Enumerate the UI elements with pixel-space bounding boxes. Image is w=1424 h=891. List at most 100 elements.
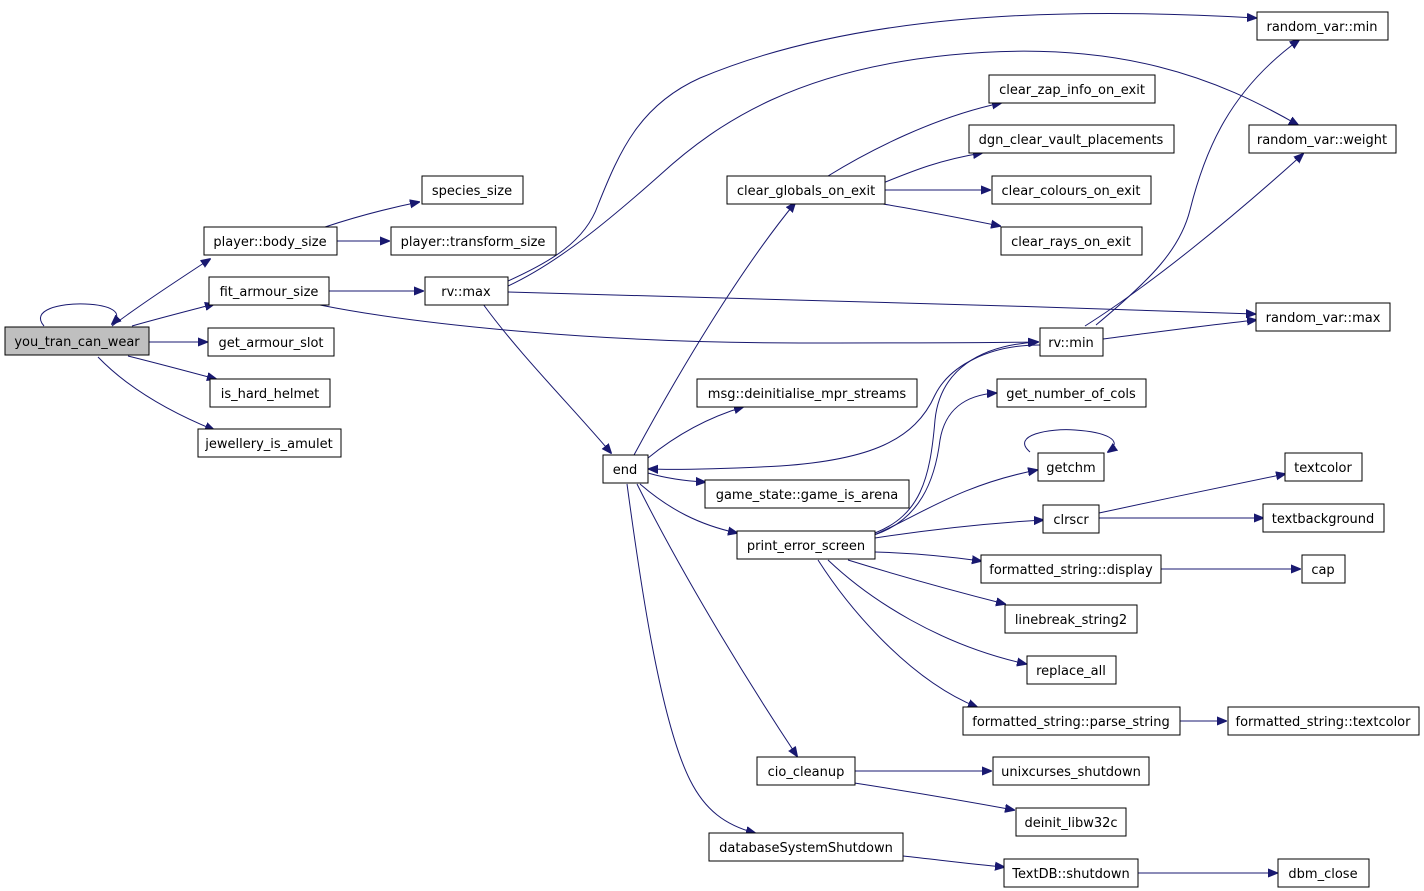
- edge-end-to-database-shutdown: [626, 483, 755, 833]
- node-player-transform-size[interactable]: player::transform_size: [390, 226, 557, 256]
- node-label: species_size: [432, 184, 512, 199]
- node-random-var-max[interactable]: random_var::max: [1255, 302, 1391, 332]
- edge-cio-to-deinit-libw32c: [847, 781, 1014, 810]
- edges: [40, 13, 1303, 873]
- node-label: random_var::max: [1266, 311, 1381, 326]
- node-label: textbackground: [1272, 512, 1375, 527]
- node-label: clrscr: [1053, 513, 1089, 528]
- edge-clrscr-to-textcolor: [1098, 474, 1285, 514]
- node-species-size[interactable]: species_size: [421, 175, 524, 205]
- node-is-hard-helmet[interactable]: is_hard_helmet: [209, 378, 331, 408]
- node-cap[interactable]: cap: [1301, 554, 1346, 584]
- edge-clear-globals-to-vault-placements: [882, 153, 982, 184]
- node-fit-armour-size[interactable]: fit_armour_size: [208, 276, 330, 306]
- edge-print-error-to-rv-min: [874, 342, 1038, 534]
- node-rv-max[interactable]: rv::max: [424, 276, 509, 306]
- node-label: get_number_of_cols: [1006, 387, 1136, 402]
- edge-you-tran-can-wear-self: [40, 303, 116, 327]
- node-label: unixcurses_shutdown: [1001, 765, 1141, 780]
- node-msg-deinitialise-mpr-streams[interactable]: msg::deinitialise_mpr_streams: [696, 378, 918, 408]
- edge-database-to-textdb: [902, 855, 1004, 867]
- node-clrscr[interactable]: clrscr: [1042, 504, 1100, 534]
- node-clear-zap-info-on-exit[interactable]: clear_zap_info_on_exit: [988, 74, 1156, 104]
- edge-print-error-to-linebreak: [847, 559, 1005, 604]
- edge-rv-min-to-random-var-max: [1102, 320, 1256, 340]
- edge-clear-globals-to-rays: [882, 203, 1000, 226]
- edge-end-to-cio-cleanup: [636, 483, 797, 756]
- node-label: random_var::min: [1267, 20, 1378, 35]
- node-game-state-game-is-arena[interactable]: game_state::game_is_arena: [704, 479, 910, 509]
- node-print-error-screen[interactable]: print_error_screen: [736, 530, 876, 560]
- node-rv-min[interactable]: rv::min: [1039, 327, 1104, 357]
- node-textdb-shutdown[interactable]: TextDB::shutdown: [1003, 858, 1139, 888]
- node-textcolor[interactable]: textcolor: [1284, 452, 1363, 482]
- node-label: formatted_string::parse_string: [972, 715, 1169, 730]
- node-cio-cleanup[interactable]: cio_cleanup: [756, 756, 856, 786]
- node-label: print_error_screen: [747, 539, 865, 554]
- node-label: formatted_string::display: [989, 563, 1153, 578]
- node-label: clear_rays_on_exit: [1011, 235, 1131, 250]
- node-label: player::body_size: [213, 235, 326, 250]
- node-label: deinit_libw32c: [1024, 816, 1117, 831]
- node-label: clear_colours_on_exit: [1002, 184, 1141, 199]
- node-clear-globals-on-exit[interactable]: clear_globals_on_exit: [726, 175, 886, 205]
- node-label: textcolor: [1294, 461, 1352, 476]
- node-end[interactable]: end: [602, 454, 649, 484]
- node-random-var-weight[interactable]: random_var::weight: [1248, 124, 1397, 154]
- edge-print-error-to-getchm: [873, 470, 1037, 536]
- node-label: player::transform_size: [401, 235, 546, 250]
- nodes: you_tran_can_wear player::body_size fit_…: [4, 11, 1420, 888]
- node-dbm-close[interactable]: dbm_close: [1277, 858, 1370, 888]
- edge-rv-min-to-end: [649, 344, 1041, 469]
- node-player-body-size[interactable]: player::body_size: [203, 226, 338, 256]
- edge-body-size-to-species-size: [324, 202, 419, 228]
- node-database-system-shutdown[interactable]: databaseSystemShutdown: [708, 832, 904, 862]
- edge-rv-max-to-random-var-min: [507, 13, 1256, 282]
- edge-getchm-self: [1024, 429, 1115, 452]
- edge-rv-max-to-random-var-weight: [507, 50, 1298, 287]
- node-label: clear_globals_on_exit: [737, 184, 875, 199]
- edge-root-to-fit-armour-size: [131, 304, 214, 327]
- edge-print-error-to-parse-string: [817, 559, 977, 707]
- node-get-armour-slot[interactable]: get_armour_slot: [207, 327, 335, 357]
- edge-print-error-to-replace-all: [827, 559, 1026, 664]
- edge-end-to-clear-globals: [633, 203, 795, 456]
- node-label: formatted_string::textcolor: [1236, 715, 1412, 730]
- node-get-number-of-cols[interactable]: get_number_of_cols: [996, 378, 1147, 408]
- node-label: linebreak_string2: [1015, 613, 1127, 628]
- node-dgn-clear-vault-placements[interactable]: dgn_clear_vault_placements: [968, 124, 1175, 154]
- node-formatted-string-textcolor[interactable]: formatted_string::textcolor: [1227, 706, 1420, 736]
- node-unixcurses-shutdown[interactable]: unixcurses_shutdown: [992, 756, 1150, 786]
- node-formatted-string-display[interactable]: formatted_string::display: [980, 554, 1162, 584]
- edge-root-to-body-size: [111, 259, 210, 327]
- node-clear-rays-on-exit[interactable]: clear_rays_on_exit: [1000, 226, 1143, 256]
- node-random-var-min[interactable]: random_var::min: [1256, 11, 1389, 41]
- node-replace-all[interactable]: replace_all: [1026, 655, 1117, 685]
- node-label: dbm_close: [1288, 867, 1357, 882]
- node-label: rv::min: [1048, 336, 1094, 351]
- edge-print-error-to-clrscr: [874, 520, 1043, 539]
- node-you-tran-can-wear[interactable]: you_tran_can_wear: [4, 326, 150, 356]
- node-linebreak-string2[interactable]: linebreak_string2: [1004, 604, 1138, 634]
- node-getchm[interactable]: getchm: [1037, 452, 1105, 482]
- node-label: databaseSystemShutdown: [719, 841, 893, 856]
- node-label: rv::max: [441, 285, 491, 300]
- node-label: get_armour_slot: [218, 336, 323, 351]
- node-label: msg::deinitialise_mpr_streams: [708, 387, 907, 402]
- node-label: end: [613, 463, 638, 478]
- edge-rv-min-to-random-var-weight: [1084, 154, 1303, 327]
- node-deinit-libw32c[interactable]: deinit_libw32c: [1015, 807, 1127, 837]
- edge-root-to-is-hard-helmet: [127, 355, 216, 379]
- node-textbackground[interactable]: textbackground: [1262, 503, 1385, 533]
- node-jewellery-is-amulet[interactable]: jewellery_is_amulet: [197, 428, 342, 458]
- node-label: you_tran_can_wear: [14, 335, 140, 350]
- node-formatted-string-parse-string[interactable]: formatted_string::parse_string: [962, 706, 1181, 736]
- node-label: getchm: [1046, 461, 1095, 476]
- edge-clear-globals-to-zap-info: [827, 103, 1001, 177]
- edge-end-to-print-error-screen: [639, 483, 737, 533]
- node-clear-colours-on-exit[interactable]: clear_colours_on_exit: [991, 175, 1152, 205]
- edge-end-to-deinitialise-mpr: [647, 407, 743, 459]
- node-label: is_hard_helmet: [221, 387, 320, 402]
- edge-fit-armour-to-rv-min: [319, 304, 1037, 343]
